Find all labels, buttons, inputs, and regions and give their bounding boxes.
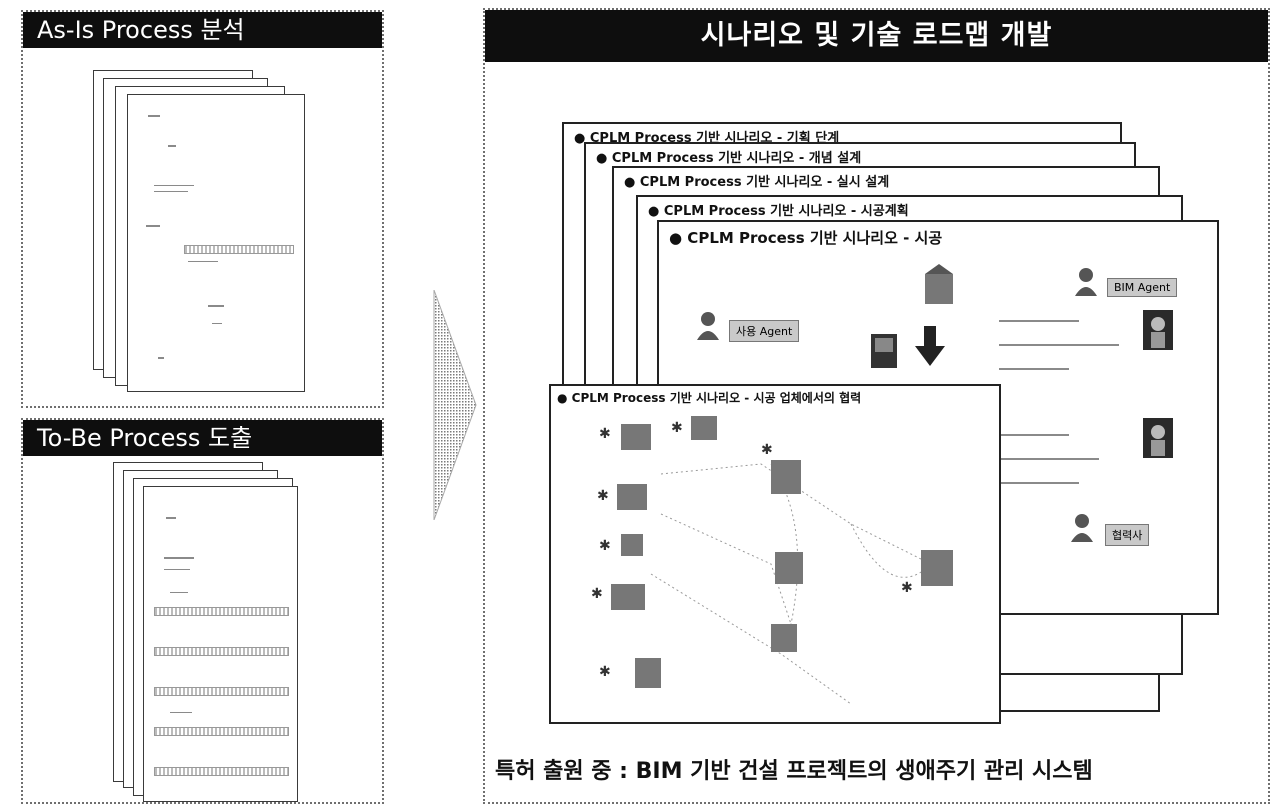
as-is-title: As-Is Process 분석	[37, 16, 245, 44]
worker-photo-icon	[1143, 418, 1173, 458]
doc-hatch	[154, 727, 289, 736]
as-is-doc-4	[127, 94, 305, 392]
list-line	[999, 368, 1069, 370]
doc-line	[164, 557, 194, 559]
doc-line	[212, 323, 222, 324]
doc-line	[170, 592, 188, 593]
footer-note: 특허 출원 중 : BIM 기반 건설 프로젝트의 생애주기 관리 시스템	[495, 759, 1093, 784]
doc-hatch	[154, 687, 289, 696]
doc-line	[158, 357, 164, 359]
scenario-panel: 시나리오 및 기술 로드맵 개발 ● CPLM Process 기반 시나리오 …	[483, 8, 1270, 804]
user-icon	[697, 312, 719, 340]
bim-agent-label: BIM Agent	[1107, 278, 1178, 297]
flow-arrow-icon	[433, 290, 477, 520]
svg-text:✱: ✱	[901, 580, 913, 596]
device-icon	[871, 334, 897, 368]
svg-text:✱: ✱	[671, 420, 683, 436]
as-is-panel: As-Is Process 분석	[21, 10, 384, 408]
as-is-header: As-Is Process 분석	[23, 12, 382, 48]
doc-hatch	[184, 245, 294, 254]
sheet-title: ● CPLM Process 기반 시나리오 - 실시 설계	[624, 175, 890, 190]
list-line	[999, 344, 1119, 346]
user-icon	[1075, 268, 1097, 296]
sheet-title: ● CPLM Process 기반 시나리오 - 개념 설계	[596, 151, 862, 166]
list-line	[999, 482, 1079, 484]
svg-text:✱: ✱	[591, 586, 603, 602]
network-diagram: ✱ ✱ ✱ ✱ ✱ ✱ ✱ ✱	[591, 416, 953, 705]
doc-line	[148, 115, 160, 117]
svg-text:✱: ✱	[761, 442, 773, 458]
partner-label: 협력사	[1105, 524, 1150, 546]
list-line	[999, 320, 1079, 322]
doc-hatch	[154, 767, 289, 776]
doc-line	[154, 191, 188, 192]
to-be-header: To-Be Process 도출	[23, 420, 382, 456]
down-arrow-icon	[915, 326, 945, 366]
scenario-title: 시나리오 및 기술 로드맵 개발	[700, 20, 1053, 51]
doc-hatch	[154, 607, 289, 616]
user-icon	[1071, 514, 1093, 542]
use-agent-label: 사용 Agent	[729, 320, 800, 342]
doc-line	[208, 305, 224, 307]
svg-text:✱: ✱	[599, 538, 611, 554]
doc-line	[154, 185, 194, 186]
doc-line	[188, 261, 218, 262]
scenario-sheet-6: ● CPLM Process 기반 시나리오 - 시공 업체에서의 협력	[549, 384, 1001, 724]
scenario-header: 시나리오 및 기술 로드맵 개발	[485, 10, 1268, 62]
doc-line	[146, 225, 160, 227]
to-be-panel: To-Be Process 도출	[21, 418, 384, 804]
doc-line	[168, 145, 176, 147]
svg-text:✱: ✱	[599, 426, 611, 442]
doc-line	[166, 517, 176, 519]
doc-line	[164, 569, 190, 570]
doc-line	[170, 712, 192, 713]
doc-hatch	[154, 647, 289, 656]
svg-text:✱: ✱	[599, 664, 611, 680]
to-be-title: To-Be Process 도출	[37, 424, 253, 452]
sheet-title: ● CPLM Process 기반 시나리오 - 시공 업체에서의 협력	[557, 391, 862, 405]
list-line	[999, 458, 1099, 460]
to-be-doc-4	[143, 486, 298, 802]
sheet-title: ● CPLM Process 기반 시나리오 - 시공계획	[648, 204, 909, 219]
worker-photo-icon	[1143, 310, 1173, 350]
building-icon	[925, 264, 953, 304]
svg-text:✱: ✱	[597, 488, 609, 504]
list-line	[999, 434, 1069, 436]
sheet-title: ● CPLM Process 기반 시나리오 - 시공	[669, 229, 943, 247]
